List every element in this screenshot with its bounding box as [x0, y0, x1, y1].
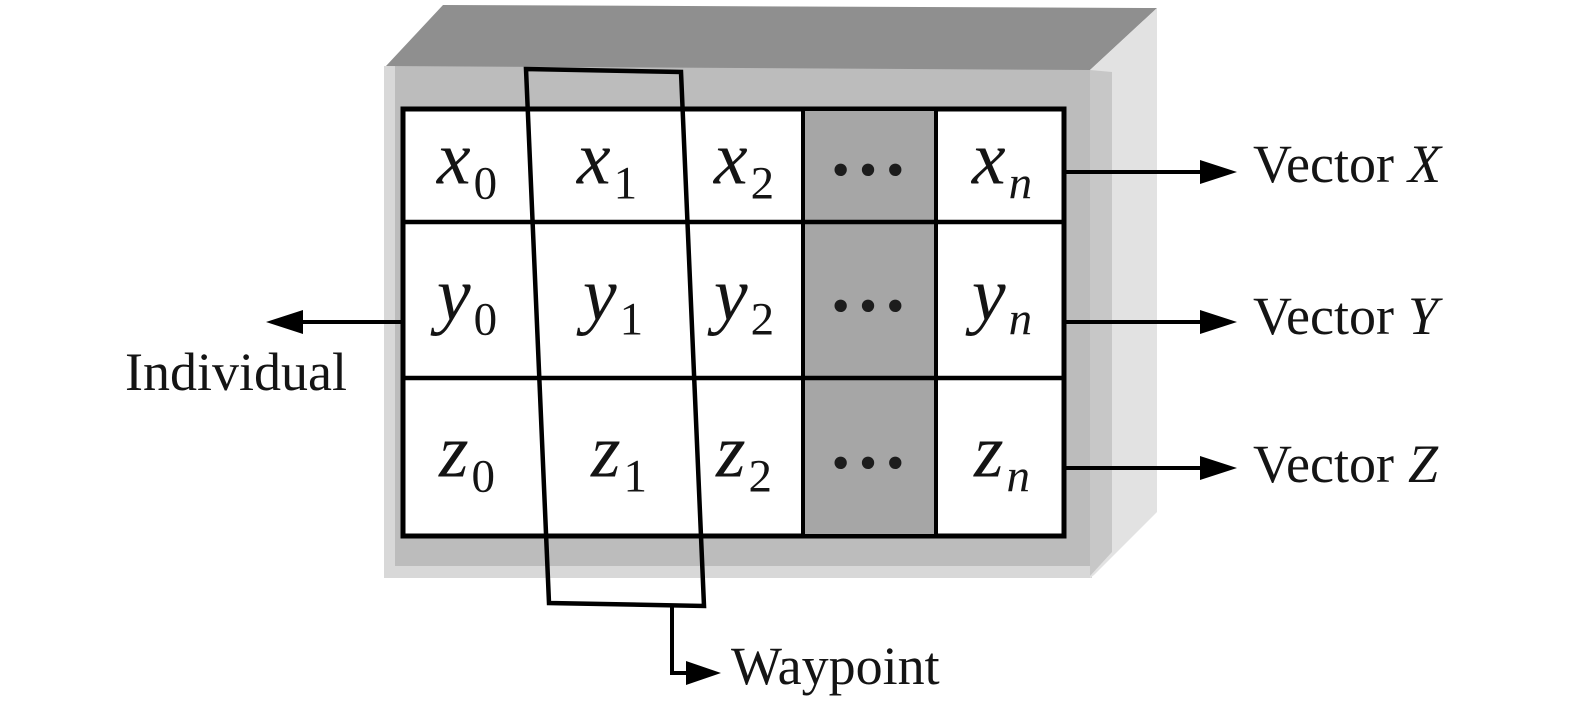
matrix-table [400, 106, 1067, 539]
dots-column [801, 107, 938, 538]
matrix-cell-y1: y1 [583, 257, 643, 344]
waypoint-label: Waypoint [731, 636, 940, 696]
individual-label: Individual [125, 342, 347, 402]
cell-subscript: 0 [473, 293, 498, 346]
vector-word: Vector [1253, 286, 1394, 346]
cell-subscript: n [1006, 450, 1031, 503]
cell-subscript: 2 [750, 293, 775, 346]
individual-arrowhead [266, 310, 303, 334]
matrix-cell-yn: yn [972, 257, 1032, 344]
matrix-cell-x1: x1 [577, 121, 637, 208]
matrix-cell-y2: y2 [714, 257, 774, 344]
cell-subscript: n [1008, 293, 1033, 346]
cell-subscript: 1 [623, 450, 648, 503]
vector-word: Vector [1253, 434, 1394, 494]
vector-x-arrowhead [1200, 160, 1237, 184]
cell-var: z [973, 409, 1004, 494]
box-bottom-highlight [386, 566, 1092, 578]
matrix-cell-z-dots: ··· [827, 421, 911, 505]
cell-subscript: 1 [619, 293, 644, 346]
cell-var: z [438, 409, 469, 494]
cell-subscript: n [1008, 157, 1033, 210]
vector-var: X [1407, 134, 1441, 194]
waypoint-frame [523, 66, 707, 609]
cell-subscript: 0 [473, 157, 498, 210]
cell-var: x [436, 116, 471, 201]
matrix-cell-z1: z1 [591, 414, 647, 501]
cell-var: y [971, 252, 1006, 337]
matrix-cell-y-dots: ··· [827, 264, 911, 348]
box-top-face [386, 5, 1157, 70]
matrix-cell-y0: y0 [437, 257, 497, 344]
cell-subscript: 2 [750, 157, 775, 210]
matrix-cell-x2: x2 [714, 121, 774, 208]
cell-var: y [436, 252, 471, 337]
cell-var: y [582, 252, 617, 337]
matrix-cell-z0: z0 [439, 414, 495, 501]
vector-word: Vector [1253, 134, 1394, 194]
matrix-cell-x0: x0 [437, 121, 497, 208]
cell-var: x [713, 116, 748, 201]
vector-y-arrowhead [1200, 310, 1237, 334]
vector-var: Y [1407, 286, 1438, 346]
matrix-cell-z2: z2 [716, 414, 772, 501]
cell-var: x [576, 116, 611, 201]
vector-z-arrowhead [1200, 456, 1237, 480]
cell-var: x [971, 116, 1006, 201]
matrix-cell-x-dots: ··· [827, 128, 911, 212]
cell-var: z [715, 409, 746, 494]
vector-var: Z [1407, 434, 1438, 494]
cell-subscript: 0 [471, 450, 496, 503]
matrix-cell-xn: xn [972, 121, 1032, 208]
matrix-cell-zn: zn [974, 414, 1030, 501]
cell-subscript: 2 [748, 450, 773, 503]
waypoint-arrow-line [670, 606, 690, 675]
cell-var: y [713, 252, 748, 337]
waypoint-arrowhead [686, 661, 721, 685]
cell-subscript: 1 [613, 157, 638, 210]
cell-var: z [590, 409, 621, 494]
